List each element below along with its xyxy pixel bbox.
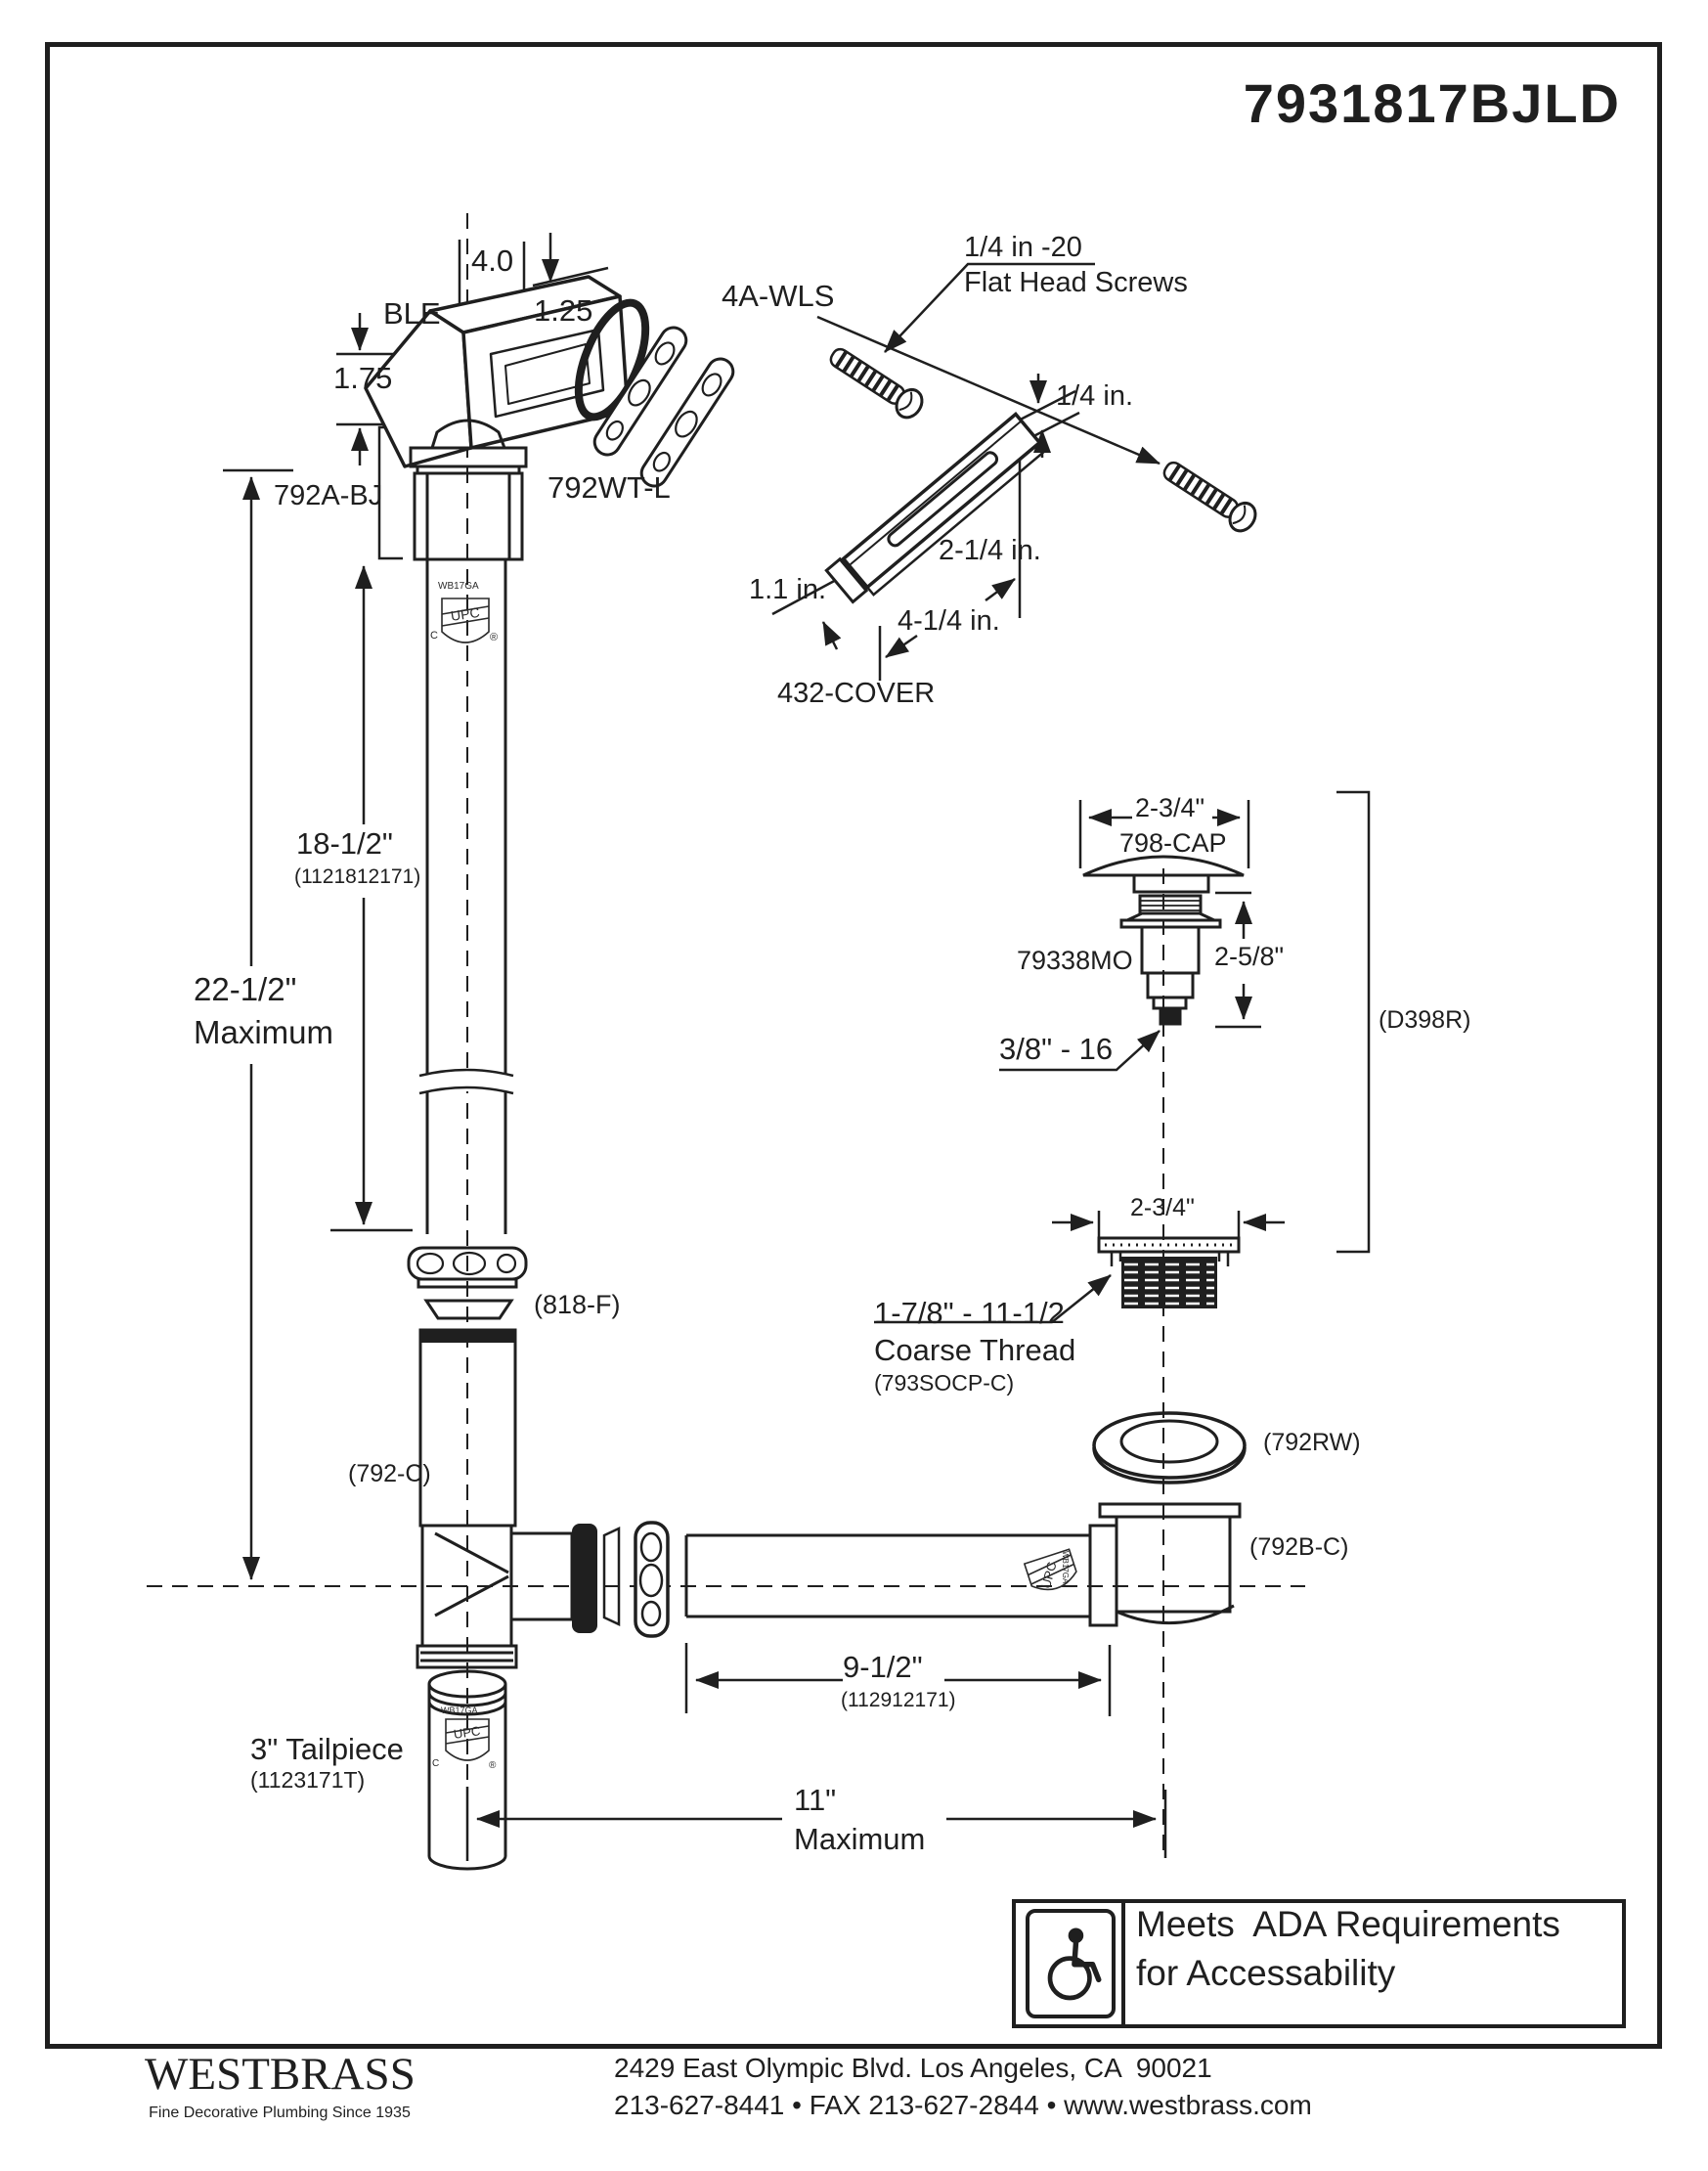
stamp-c-overflow: C [430,630,438,642]
stamp-c-tailpiece: C [432,1758,440,1769]
dim-2-quarter-in: 2-1/4 in. [939,535,1041,566]
brand-logo: WESTBRASS [145,2049,416,2100]
screw-spec-line1: 1/4 in -20 [964,232,1082,263]
label-792a-bj: 792A-BJ [274,480,383,511]
label-792wt-l: 792WT-L [547,470,671,505]
dim-22-5-line2: Maximum [194,1014,334,1050]
screw-spec-line2: Flat Head Screws [964,267,1188,298]
footer-address: 2429 East Olympic Blvd. Los Angeles, CA … [614,2053,1212,2083]
dim-18-5-code: (1121812171) [294,865,421,888]
stamp-r-overflow: ® [490,632,499,643]
brand-tagline: Fine Decorative Plumbing Since 1935 [149,2105,411,2121]
dim-1-75: 1.75 [333,361,393,395]
dim-4-quarter-in: 4-1/4 in. [898,605,1000,637]
dim-1-25: 1.25 [534,293,593,328]
label-792rw: (792RW) [1263,1429,1361,1456]
dim-2-75-cap: 2-3/4" [1135,793,1205,822]
stamp-r-tailpiece: ® [489,1760,497,1771]
stamp-wb17ga-pipe: WB17GA [1061,1551,1070,1584]
stamp-wb17ga-overflow: WB17GA [438,581,479,592]
label-tailpiece-code: (1123171T) [250,1767,366,1793]
label-818-f: (818-F) [534,1290,621,1319]
dim-11-line1: 11" [794,1783,837,1817]
page-title: 7931817BJLD [1243,72,1621,134]
label-798-cap: 798-CAP [1119,828,1227,858]
coarse-thread-line2: Coarse Thread [874,1333,1076,1367]
label-792b-c: (792B-C) [1249,1533,1349,1561]
label-tailpiece: 3" Tailpiece [250,1732,404,1766]
footer-contact: 213-627-8441 • FAX 213-627-2844 • www.we… [614,2090,1312,2120]
dim-quarter-in: 1/4 in. [1056,380,1133,412]
coarse-thread-line1: 1-7/8" - 11-1/2 [874,1296,1065,1330]
label-432-cover: 432-COVER [777,678,936,709]
dim-9-5-code: (112912171) [841,1689,956,1711]
ada-badge-box [1012,1899,1626,2028]
ada-text-line1: Meets ADA Requirements [1136,1904,1560,1944]
dim-18-5: 18-1/2" [296,826,393,861]
page-border-frame [45,42,1662,2049]
dim-1-1-in: 1.1 in. [749,574,826,605]
stamp-wb17ga-tailpiece: WB17GA [441,1706,478,1715]
dim-2-75-strainer: 2-3/4" [1130,1194,1195,1221]
dim-2-625: 2-5/8" [1214,942,1285,971]
label-792-c: (792-C) [348,1460,431,1487]
ada-text-line2: for Accessability [1136,1953,1396,1993]
dim-9-5: 9-1/2" [843,1650,923,1684]
label-ble: BLE [383,296,441,331]
label-79338mo: 79338MO [1017,946,1133,975]
dim-11-line2: Maximum [794,1822,926,1856]
label-d398r: (D398R) [1379,1006,1471,1034]
thread-3-8-16: 3/8" - 16 [999,1032,1114,1066]
coarse-thread-code: (793SOCP-C) [874,1370,1015,1396]
ada-badge-divider [1121,1899,1125,2028]
dim-4-0: 4.0 [471,244,514,278]
dim-22-5-line1: 22-1/2" [194,971,297,1007]
wheelchair-icon [1026,1909,1116,2018]
label-4a-wls: 4A-WLS [722,279,835,313]
